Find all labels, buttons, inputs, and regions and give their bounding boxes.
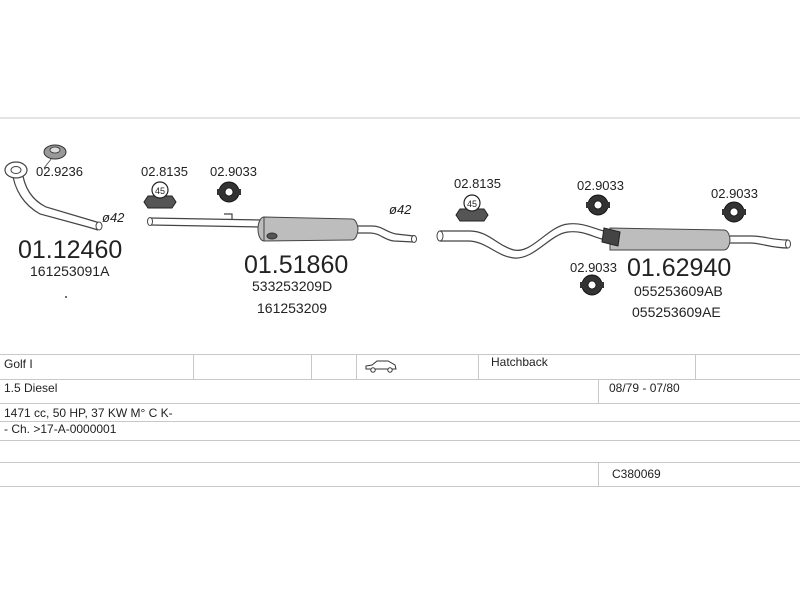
- table-row: [0, 441, 800, 463]
- part-number-rear-silencer: 01.62940: [627, 254, 731, 282]
- oem-number-front-pipe: 161253091A: [30, 263, 110, 279]
- hanger-icon: [586, 194, 610, 216]
- catalog-code-cell: C380069: [612, 467, 661, 481]
- table-row: 1471 cc, 50 HP, 37 KW M° C K-: [0, 404, 800, 422]
- table-row: C380069: [0, 463, 800, 487]
- years-cell: 08/79 - 07/80: [609, 381, 680, 395]
- oem-number-centre-2: 161253209: [257, 300, 327, 316]
- clamp-icon: 45: [143, 181, 177, 209]
- diameter-label-front: ø42: [102, 210, 125, 225]
- chassis-cell: - Ch. >17-A-0000001: [4, 422, 117, 436]
- part-number-front-pipe: 01.12460: [18, 236, 122, 264]
- front-pipe-drawing: [4, 161, 103, 298]
- table-row: 1.5 Diesel 08/79 - 07/80: [0, 379, 800, 404]
- gasket-leader-line: [43, 157, 53, 169]
- centre-silencer-drawing: [147, 213, 417, 243]
- accessory-label-hanger-2: 02.9033: [577, 178, 624, 193]
- accessory-label-clamp-1: 02.8135: [141, 164, 188, 179]
- oem-number-rear-2: 055253609AE: [632, 304, 721, 320]
- diameter-label-centre: ø42: [389, 202, 412, 217]
- engine-cell: 1.5 Diesel: [4, 381, 58, 395]
- accessory-label-clamp-2: 02.8135: [454, 176, 501, 191]
- oem-number-rear-1: 055253609AB: [634, 283, 723, 299]
- hanger-icon: [580, 274, 604, 296]
- part-number-centre-silencer: 01.51860: [244, 251, 348, 279]
- accessory-label-gasket: 02.9236: [36, 164, 83, 179]
- accessory-label-hanger-4: 02.9033: [570, 260, 617, 275]
- rear-silencer-drawing: [436, 223, 791, 259]
- clamp-marking: 45: [467, 199, 477, 209]
- gasket-icon: [43, 144, 67, 160]
- car-icon: [364, 355, 398, 379]
- accessory-label-hanger-1: 02.9033: [210, 164, 257, 179]
- model-cell: Golf I: [4, 357, 33, 371]
- clamp-marking: 45: [155, 186, 165, 196]
- body-type-cell: Hatchback: [491, 355, 548, 369]
- spec-cell: 1471 cc, 50 HP, 37 KW M° C K-: [4, 406, 173, 420]
- hanger-icon: [722, 201, 746, 223]
- accessory-label-hanger-3: 02.9033: [711, 186, 758, 201]
- table-row: Golf I Hatchback: [0, 354, 800, 380]
- table-row: - Ch. >17-A-0000001: [0, 422, 800, 441]
- hanger-icon: [217, 181, 241, 203]
- oem-number-centre-1: 533253209D: [252, 278, 332, 294]
- clamp-icon: 45: [455, 194, 489, 222]
